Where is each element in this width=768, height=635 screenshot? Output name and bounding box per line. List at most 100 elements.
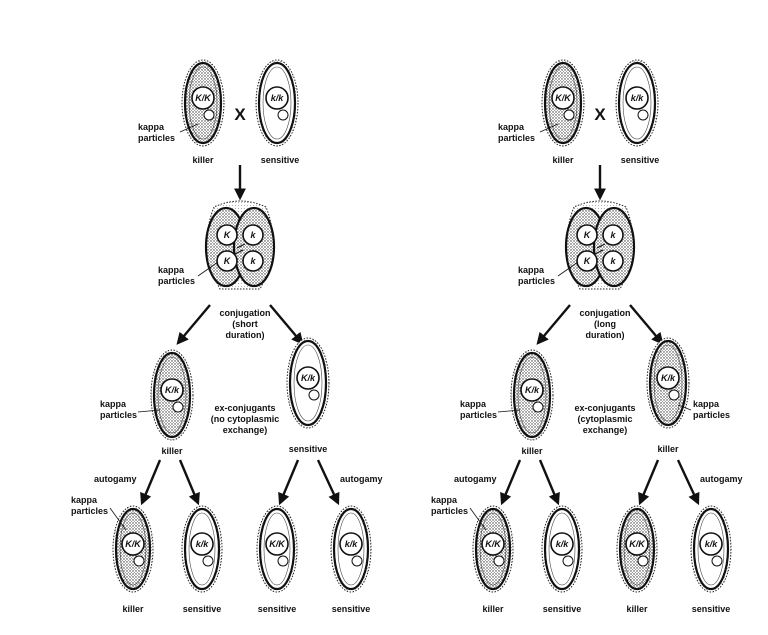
cross-symbol: X (234, 105, 246, 124)
arrow (316, 459, 340, 506)
exconjugants-note: exchange) (583, 425, 628, 435)
autogamy-label: autogamy (700, 474, 743, 484)
conjugation-label: duration) (586, 330, 625, 340)
pair-nucleus (602, 224, 624, 246)
micronucleus (202, 555, 214, 567)
micronucleus (172, 401, 184, 413)
genotype-label: K/K (629, 539, 646, 549)
kappa-label: particles (431, 506, 468, 516)
kappa-label: particles (693, 410, 730, 420)
paramecium-cell: K/k (286, 337, 330, 429)
genotype-label: k/k (705, 539, 719, 549)
label-leader-line (109, 507, 127, 531)
cell-inner-line (622, 66, 652, 140)
cell-inner-line (548, 512, 576, 586)
genotype-label: K/k (165, 385, 180, 395)
micronucleus (563, 109, 575, 121)
cell-inner-line (337, 512, 365, 586)
label-leader-line (469, 507, 487, 531)
nucleus (265, 86, 289, 110)
phenotype-label: sensitive (332, 604, 371, 614)
arrow (176, 304, 211, 345)
genotype-label: k/k (556, 539, 570, 549)
paramecium-cell: K/K (181, 59, 225, 147)
paramecium-cell: K/k (510, 349, 554, 441)
kappa-label: kappa (158, 265, 185, 275)
micronucleus (351, 555, 363, 567)
micronucleus (133, 555, 145, 567)
arrow (278, 459, 300, 506)
paramecium-cell: K/k (150, 349, 194, 441)
nucleus (121, 532, 145, 556)
conjugation-label: (long (594, 319, 616, 329)
paramecium-cell: k/k (330, 505, 372, 593)
label-leader-line (557, 261, 579, 277)
conjugation-label: (short (232, 319, 258, 329)
kappa-label: particles (138, 133, 175, 143)
genotype-label: k/k (345, 539, 359, 549)
paramecium-cell: k/k (181, 505, 223, 593)
label-leader-line (497, 409, 521, 413)
micronucleus (203, 109, 215, 121)
exchange-arrow (234, 249, 244, 255)
cell-inner-line (188, 512, 216, 586)
conjugation-label: duration) (226, 330, 265, 340)
kappa-label: kappa (518, 265, 545, 275)
genotype-label: k/k (271, 93, 285, 103)
exconjugants-note: ex-conjugants (574, 403, 635, 413)
cell-inner-line (517, 356, 547, 434)
conjugation-label: conjugation (220, 308, 271, 318)
exconjugants-note: ex-conjugants (214, 403, 275, 413)
autogamy-label: autogamy (454, 474, 497, 484)
exconjugants-note: (no cytoplasmic (211, 414, 280, 424)
phenotype-label: killer (626, 604, 648, 614)
nucleus (481, 532, 505, 556)
pair-gene-label: k (610, 230, 616, 240)
label-leader-line (197, 261, 219, 277)
micronucleus (637, 109, 649, 121)
cell-inner-line (262, 66, 292, 140)
exchange-arrow (236, 243, 246, 249)
phenotype-label: sensitive (183, 604, 222, 614)
phenotype-label: killer (657, 444, 679, 454)
cell-inner-line (293, 344, 323, 422)
phenotype-label: sensitive (543, 604, 582, 614)
kappa-label: kappa (693, 399, 720, 409)
pair-gene-label: K (224, 256, 232, 266)
genotype-label: k/k (196, 539, 210, 549)
cell-inner-line (653, 344, 683, 422)
nucleus (699, 532, 723, 556)
nucleus (625, 532, 649, 556)
autogamy-label: autogamy (94, 474, 137, 484)
phenotype-label: sensitive (261, 155, 300, 165)
exchange-arrow (596, 243, 606, 249)
arrow (676, 459, 700, 506)
arrow (629, 304, 664, 345)
label-leader-line (677, 404, 692, 411)
micronucleus (493, 555, 505, 567)
micronucleus (277, 109, 289, 121)
genotype-label: K/k (661, 373, 676, 383)
nucleus (520, 378, 544, 402)
cell-inner-line (188, 66, 218, 140)
cell-inner-line (263, 512, 291, 586)
kappa-label: kappa (71, 495, 98, 505)
kappa-label: particles (158, 276, 195, 286)
pair-nucleus (242, 250, 264, 272)
paramecium-cell: K/K (256, 505, 298, 593)
genotype-label: K/K (555, 93, 572, 103)
paramecium-cell: K/K (112, 505, 154, 593)
nucleus (190, 532, 214, 556)
micronucleus (637, 555, 649, 567)
micronucleus (532, 401, 544, 413)
arrow (538, 459, 560, 506)
genotype-label: K/k (301, 373, 316, 383)
kappa-label: particles (498, 133, 535, 143)
phenotype-label: sensitive (621, 155, 660, 165)
genotype-label: K/K (125, 539, 142, 549)
cell-inner-line (157, 356, 187, 434)
nucleus (656, 366, 680, 390)
pair-gene-label: k (250, 230, 256, 240)
pair-nucleus (216, 224, 238, 246)
